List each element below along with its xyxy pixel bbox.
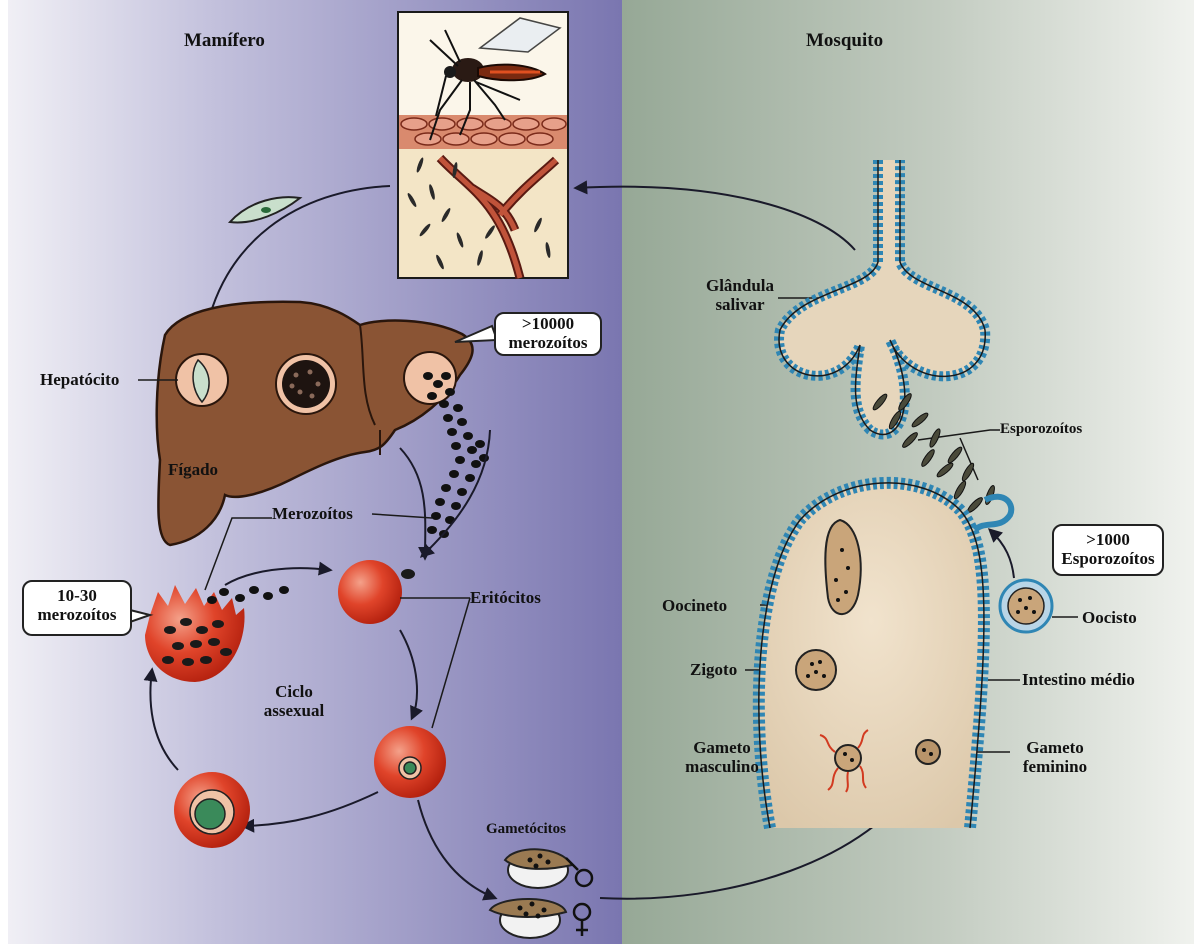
label-hepatocito: Hepatócito <box>40 370 119 389</box>
label-figado: Fígado <box>168 460 218 479</box>
midgut <box>759 483 1011 828</box>
hepatocyte-infected <box>176 354 228 406</box>
oocyst-sporozoite-count-bubble: >1000 Esporozoítos <box>1052 524 1164 576</box>
oocyst <box>1000 580 1052 632</box>
oocyst-bubble-line1: >1000 <box>1054 530 1162 549</box>
label-gameto-m-line2: masculino <box>672 757 772 776</box>
label-merozoitos: Merozoítos <box>272 504 353 523</box>
skin-bite-panel <box>398 12 568 278</box>
liver-bubble-line2: merozoítos <box>496 333 600 352</box>
label-oocineto: Oocineto <box>662 596 727 615</box>
label-gameto-feminino: Gameto feminino <box>1012 738 1098 776</box>
ookinete <box>825 520 860 614</box>
label-eritrocitos: Eritócitos <box>470 588 541 607</box>
label-zigoto: Zigoto <box>690 660 737 679</box>
rbc-bubble-line1: 10-30 <box>24 586 130 605</box>
hepatocyte-schizont <box>276 354 336 414</box>
erythrocyte-trophozoite <box>174 772 250 848</box>
label-oocisto: Oocisto <box>1082 608 1137 627</box>
oocyst-bubble-line2: Esporozoítos <box>1054 549 1162 568</box>
label-gametocitos: Gametócitos <box>486 820 566 839</box>
label-ciclo-line2: assexual <box>254 701 334 720</box>
zygote <box>796 650 836 690</box>
male-symbol: ♂ <box>592 866 593 885</box>
mosquito-header: Mosquito <box>806 30 883 52</box>
label-gameto-f-line2: feminino <box>1012 757 1098 776</box>
label-glandula-line1: Glândula <box>700 276 780 295</box>
label-gameto-f-line1: Gameto <box>1012 738 1098 757</box>
liver-merozoite-count-bubble: >10000 merozoítos <box>494 312 602 356</box>
label-glandula-line2: salivar <box>700 295 780 314</box>
label-esporozoitos: Esporozoítos <box>1000 420 1082 439</box>
liver-bubble-line1: >10000 <box>496 314 600 333</box>
label-ciclo-line1: Ciclo <box>254 682 334 701</box>
rbc-bubble-line2: merozoítos <box>24 605 130 624</box>
label-intestino-medio: Intestino médio <box>1022 670 1135 689</box>
rbc-merozoite-count-bubble: 10-30 merozoítos <box>22 580 132 636</box>
label-gameto-masculino: Gameto masculino <box>672 738 772 776</box>
female-symbol: ♀ <box>592 904 593 923</box>
erythrocyte-ring-stage <box>374 726 446 798</box>
female-gamete <box>916 740 940 764</box>
mammal-header: Mamífero <box>184 30 265 52</box>
label-gameto-m-line1: Gameto <box>672 738 772 757</box>
label-glandula-salivar: Glândula salivar <box>700 276 780 314</box>
label-ciclo-assexual: Ciclo assexual <box>254 682 334 720</box>
